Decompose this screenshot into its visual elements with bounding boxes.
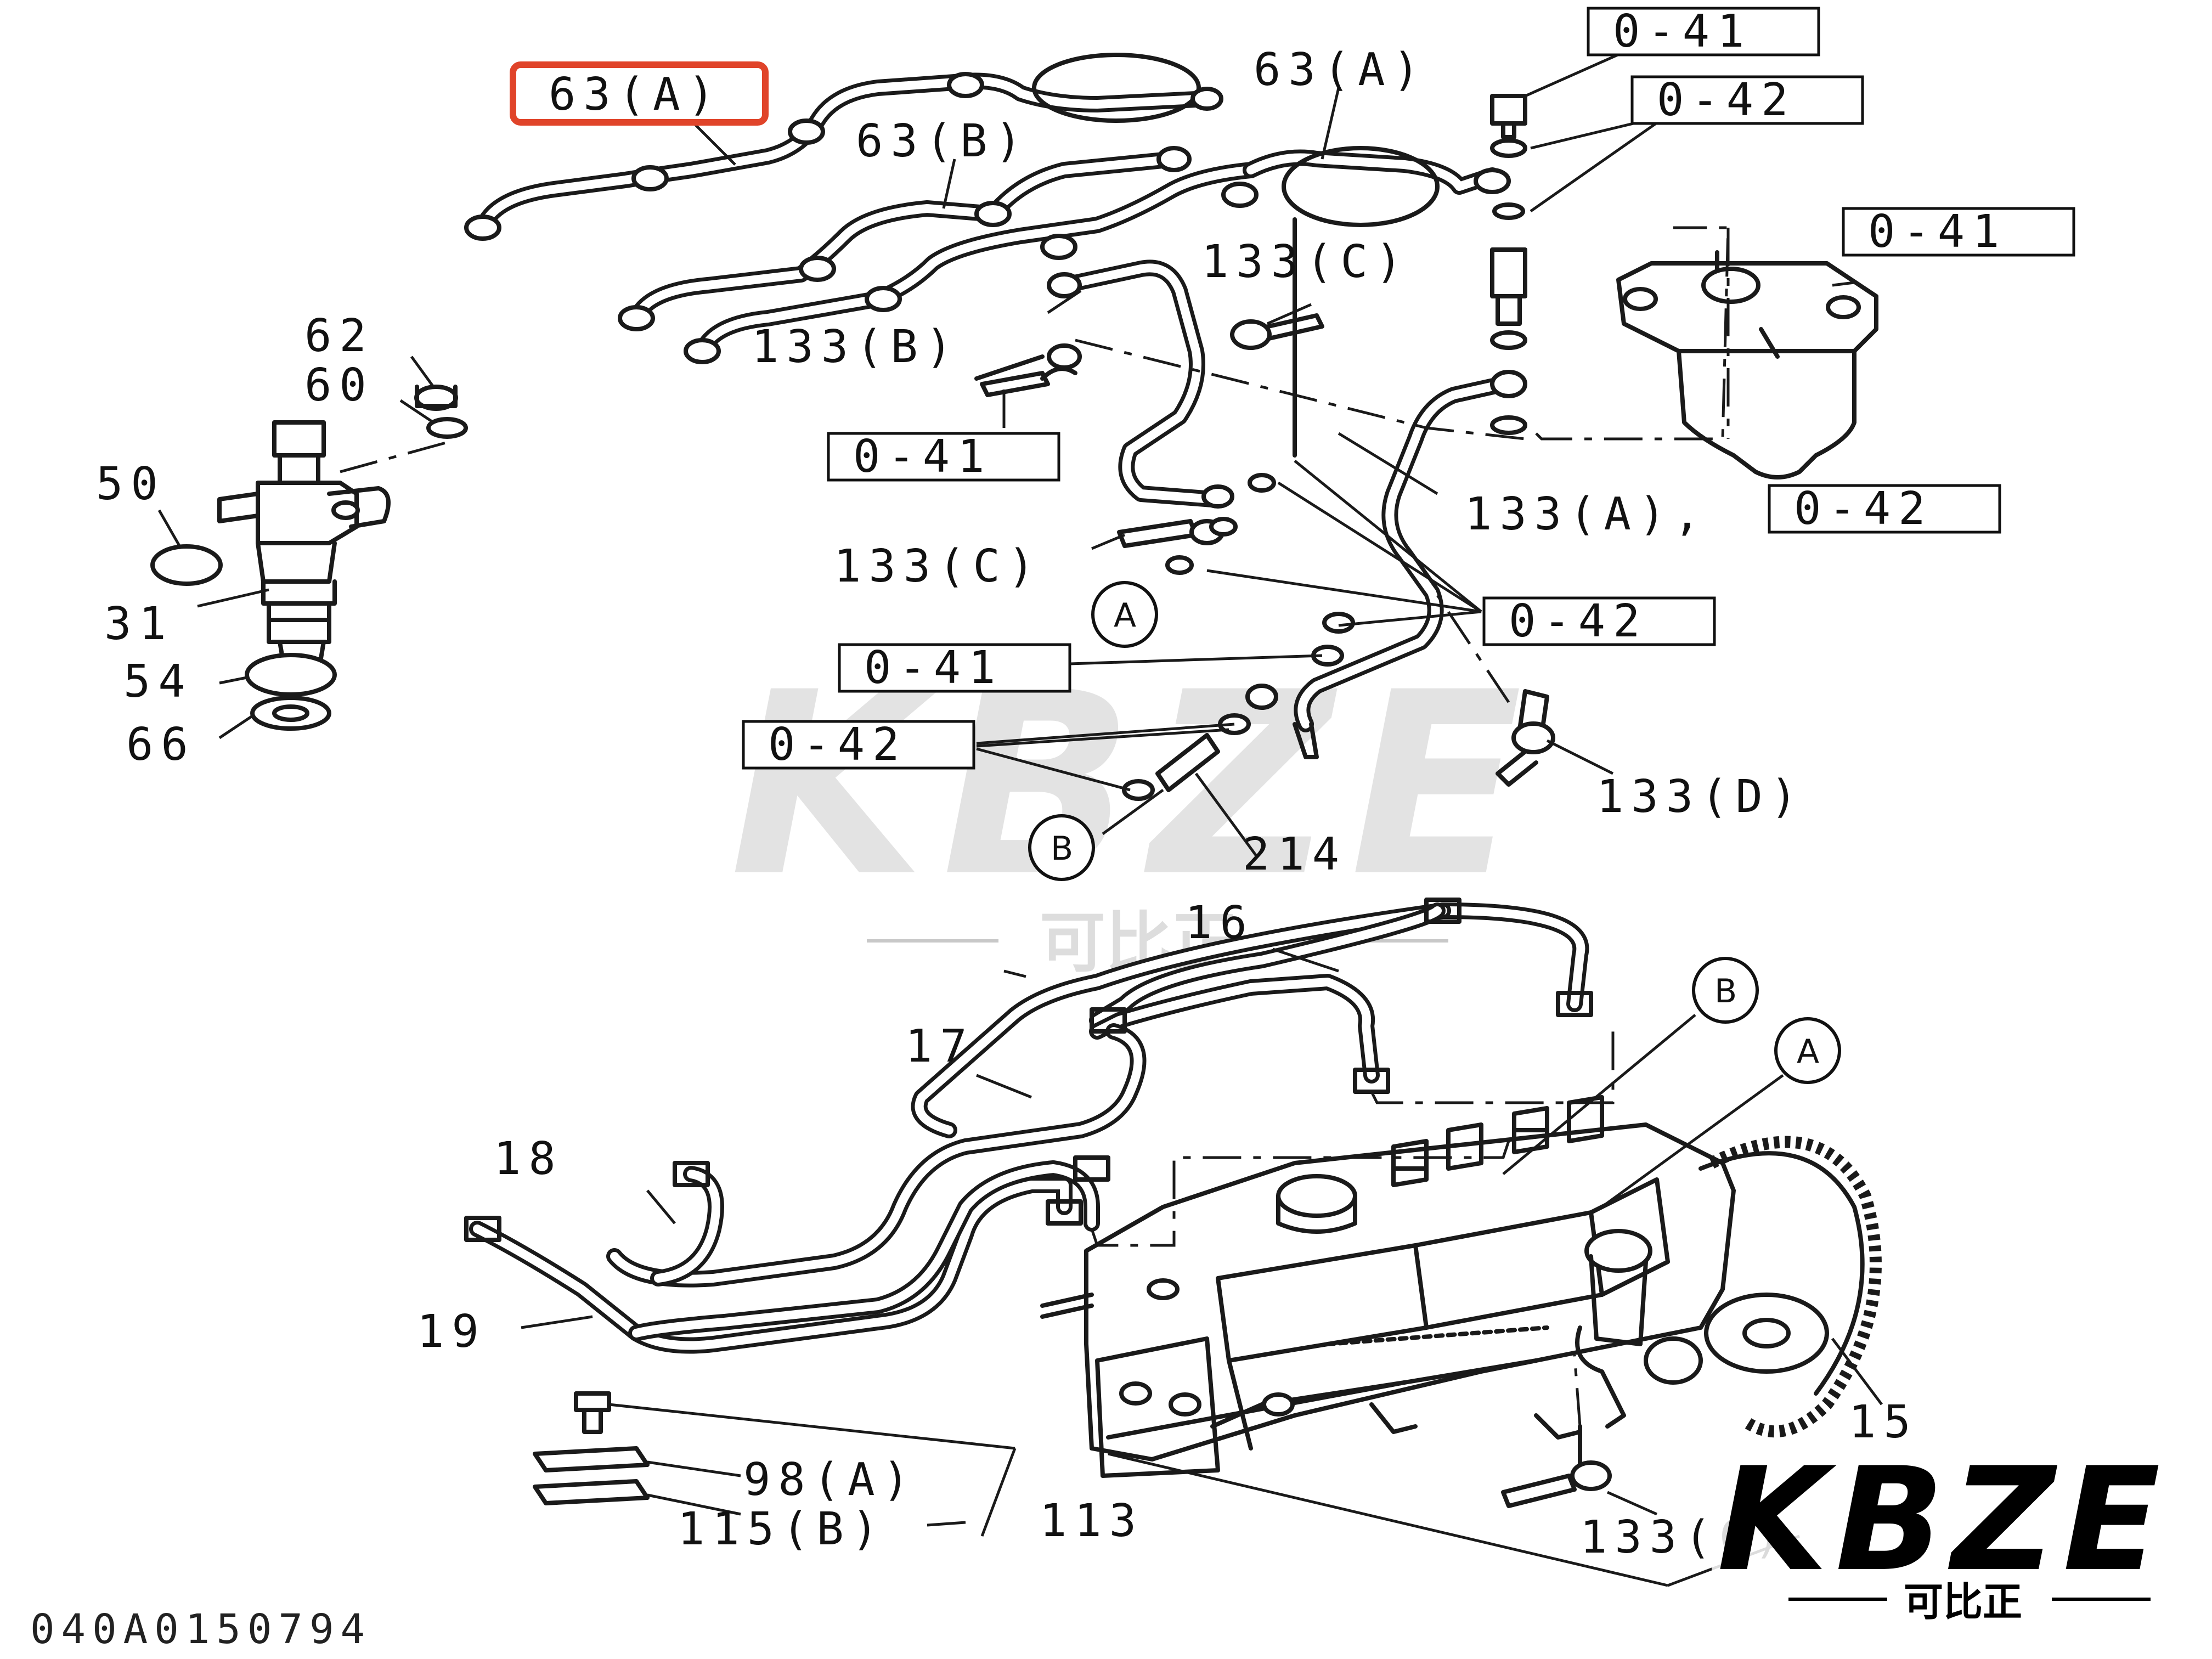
ref-box-041-top: 0-41	[1587, 5, 1820, 58]
svg-text:A: A	[1797, 1032, 1819, 1071]
reference-boxes: 0-41 0-42 0-41 0-41 0-42 0-42 0-41 0-42	[742, 5, 2075, 771]
label-133c-mid: 133(C)	[834, 540, 1042, 592]
label-15: 15	[1849, 1396, 1918, 1448]
label-16: 16	[1185, 897, 1255, 949]
label-115b: 115(B)	[678, 1503, 886, 1555]
label-50: 50	[96, 458, 166, 510]
label-133d: 133(D)	[1596, 771, 1805, 823]
callout-b-upper: B	[1028, 814, 1095, 881]
injection-pipes-63	[464, 53, 1511, 364]
ref-box-042-left: 0-42	[742, 719, 975, 771]
part-labels: 63(A) 63(A) 63(B) 133(B) 133(C) 133(C) 1…	[96, 44, 1918, 1564]
injection-pump	[1040, 1095, 1883, 1587]
bracket-assembly	[533, 1391, 1017, 1537]
svg-text:0-41: 0-41	[864, 642, 1003, 694]
ref-box-042-mid: 0-42	[1482, 595, 1716, 647]
ref-box-041-filter: 0-41	[1842, 206, 2075, 258]
label-133c-top: 133(C)	[1201, 236, 1410, 288]
label-63a-second: 63(A)	[1254, 44, 1427, 96]
label-60: 60	[304, 359, 374, 411]
callout-a-lower: A	[1601, 1017, 1841, 1209]
delivery-valves	[1391, 1095, 1604, 1187]
callout-b-lower: B	[1502, 957, 1759, 1175]
label-54: 54	[123, 656, 193, 708]
ref-box-041-mid: 0-41	[838, 642, 1071, 694]
banjo-bolt-bottom	[1501, 1355, 1658, 1516]
logo-brand: KBZE	[1717, 1437, 2168, 1603]
label-17: 17	[905, 1020, 975, 1073]
svg-text:B: B	[1714, 972, 1737, 1011]
label-113: 113	[1040, 1495, 1144, 1547]
svg-text:B: B	[1051, 830, 1073, 868]
return-pipes-133	[974, 94, 1555, 801]
label-19: 19	[417, 1306, 487, 1358]
injection-pipes-lower	[464, 898, 1615, 1354]
svg-text:0-42: 0-42	[1794, 483, 1933, 535]
ref-box-042-top: 0-42	[1630, 74, 1864, 126]
svg-text:0-41: 0-41	[1613, 5, 1752, 58]
ref-box-042-right: 0-42	[1768, 483, 2001, 535]
svg-text:0-42: 0-42	[768, 719, 907, 771]
callout-a-upper: A	[1091, 581, 1158, 648]
logo-chinese: 可比正	[1904, 1579, 2022, 1625]
label-31: 31	[104, 598, 174, 650]
drawing-code: 040A0150794	[30, 1606, 371, 1653]
brand-logo: KBZE 可比正	[1712, 1437, 2212, 1659]
svg-text:0-42: 0-42	[1657, 74, 1796, 126]
ref-box-041-left: 0-41	[827, 431, 1060, 483]
label-18: 18	[494, 1133, 563, 1185]
svg-text:0-42: 0-42	[1509, 595, 1647, 647]
label-133a: 133(A),	[1465, 488, 1708, 540]
circle-callouts: A B B A	[1028, 581, 1841, 1209]
svg-text:0-41: 0-41	[1868, 206, 2007, 258]
label-66: 66	[126, 719, 196, 771]
label-62: 62	[304, 310, 374, 362]
label-133b: 133(B)	[752, 321, 960, 373]
injector-assembly	[150, 356, 468, 740]
label-98a: 98(A)	[743, 1454, 917, 1506]
label-63a-main: 63(A)	[549, 69, 723, 121]
label-63b: 63(B)	[856, 115, 1030, 167]
svg-text:0-41: 0-41	[853, 431, 992, 483]
svg-text:A: A	[1114, 596, 1136, 635]
highlight-frame	[510, 61, 769, 126]
fuel-filter	[1616, 250, 1878, 479]
label-214: 214	[1243, 828, 1347, 881]
